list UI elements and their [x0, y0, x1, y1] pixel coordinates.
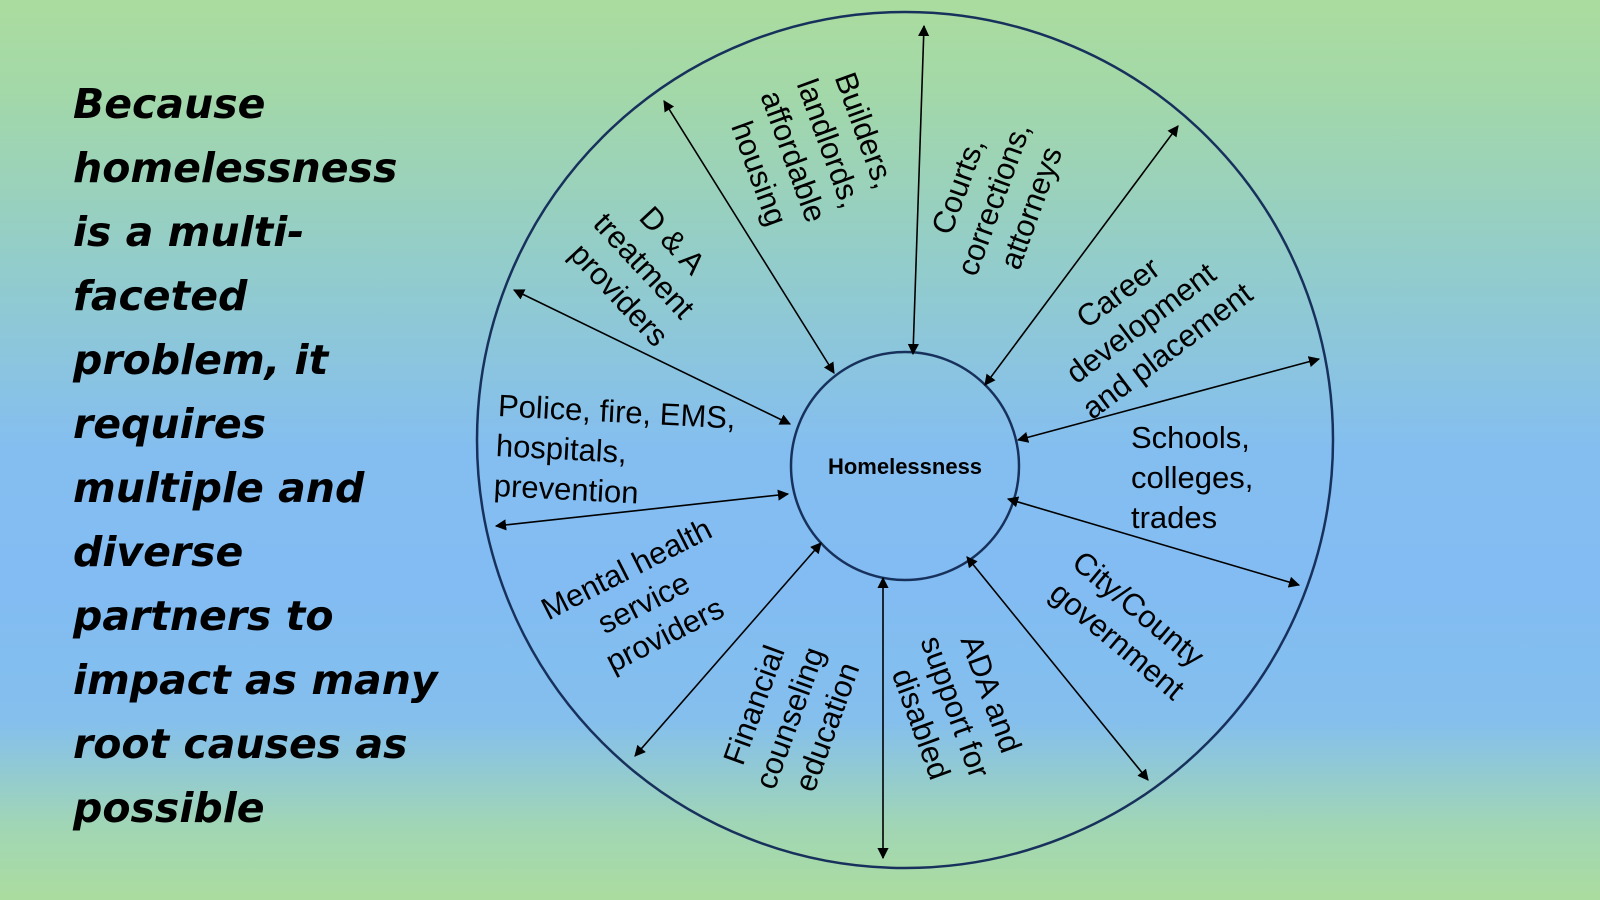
spoke-label-line: trades [1131, 500, 1217, 535]
svg-text:Schools, colleges,: Schools, colleges, trades [1131, 420, 1262, 535]
spoke-label-schools: Schools, colleges, trades [1131, 420, 1262, 535]
spoke-arrow [663, 100, 835, 374]
spoke-label-mental: Mental health service providers [536, 507, 760, 694]
spoke-label-line: Schools, [1131, 420, 1250, 455]
svg-text:Builders, landlords,: Builders, landlords, affordable housing [718, 60, 908, 248]
svg-text:Financial counseling: Financial counseling education [712, 621, 870, 806]
message-line: diverse [73, 528, 244, 576]
spoke-label-financial: Financial counseling education [712, 621, 870, 806]
spoke-arrow [1016, 356, 1321, 443]
svg-text:ADA and support for: ADA and support for disabled [878, 618, 1036, 803]
spoke-arrow [494, 489, 790, 531]
spoke-label-line: colleges, [1131, 460, 1253, 495]
svg-text:Mental health service: Mental health service providers [536, 507, 760, 694]
spoke-label-courts: Courts, corrections, attorneys [914, 97, 1076, 294]
message-line: problem, it [73, 336, 329, 384]
slide-message: Because homelessness is a multi- faceted… [73, 72, 453, 840]
message-line: is a multi- [73, 208, 305, 256]
svg-text:Career development: Career development and placement [1030, 215, 1260, 426]
spoke-label-line: Police, fire, EMS, [497, 388, 736, 435]
message-line: requires [73, 400, 267, 448]
spoke-arrow [634, 542, 822, 757]
message-line: Because [73, 80, 266, 128]
message-line: faceted [73, 272, 248, 320]
message-line: partners to [73, 592, 334, 640]
message-line: possible [73, 784, 265, 832]
spoke-arrow [512, 289, 792, 425]
center-circle [789, 350, 1021, 582]
svg-text:Police, fire, EMS, hospi: Police, fire, EMS, hospitals, prevention [493, 388, 745, 516]
spoke-label-builders: Builders, landlords, affordable housing [718, 60, 908, 248]
message-line: homelessness [73, 144, 398, 192]
spoke-label-city: City/County government [1041, 544, 1217, 708]
spoke-arrow [1006, 496, 1301, 588]
spoke-label-line: hospitals, [495, 428, 628, 470]
spoke-arrow [907, 24, 930, 356]
spoke-label-da: D & A treatment providers [559, 180, 735, 358]
svg-text:D & A treatment pr: D & A treatment providers [559, 180, 735, 358]
message-line: impact as many [73, 656, 438, 704]
spoke-label-line: prevention [493, 468, 639, 511]
spoke-arrow [984, 125, 1179, 386]
svg-text:Courts, corrections,: Courts, corrections, attorneys [914, 97, 1076, 294]
svg-text:City/County government: City/County government [1041, 544, 1217, 708]
spoke-arrows [494, 24, 1321, 860]
spoke-arrow [966, 556, 1149, 781]
message-line: root causes as [73, 720, 408, 768]
spoke-label-ada: ADA and support for disabled [878, 618, 1036, 803]
outer-ring [475, 10, 1335, 870]
spoke-label-career: Career development and placement [1030, 215, 1260, 426]
center-label: Homelessness [828, 454, 982, 479]
spoke-label-police: Police, fire, EMS, hospitals, prevention [493, 388, 745, 516]
message-line: multiple and [73, 464, 365, 512]
